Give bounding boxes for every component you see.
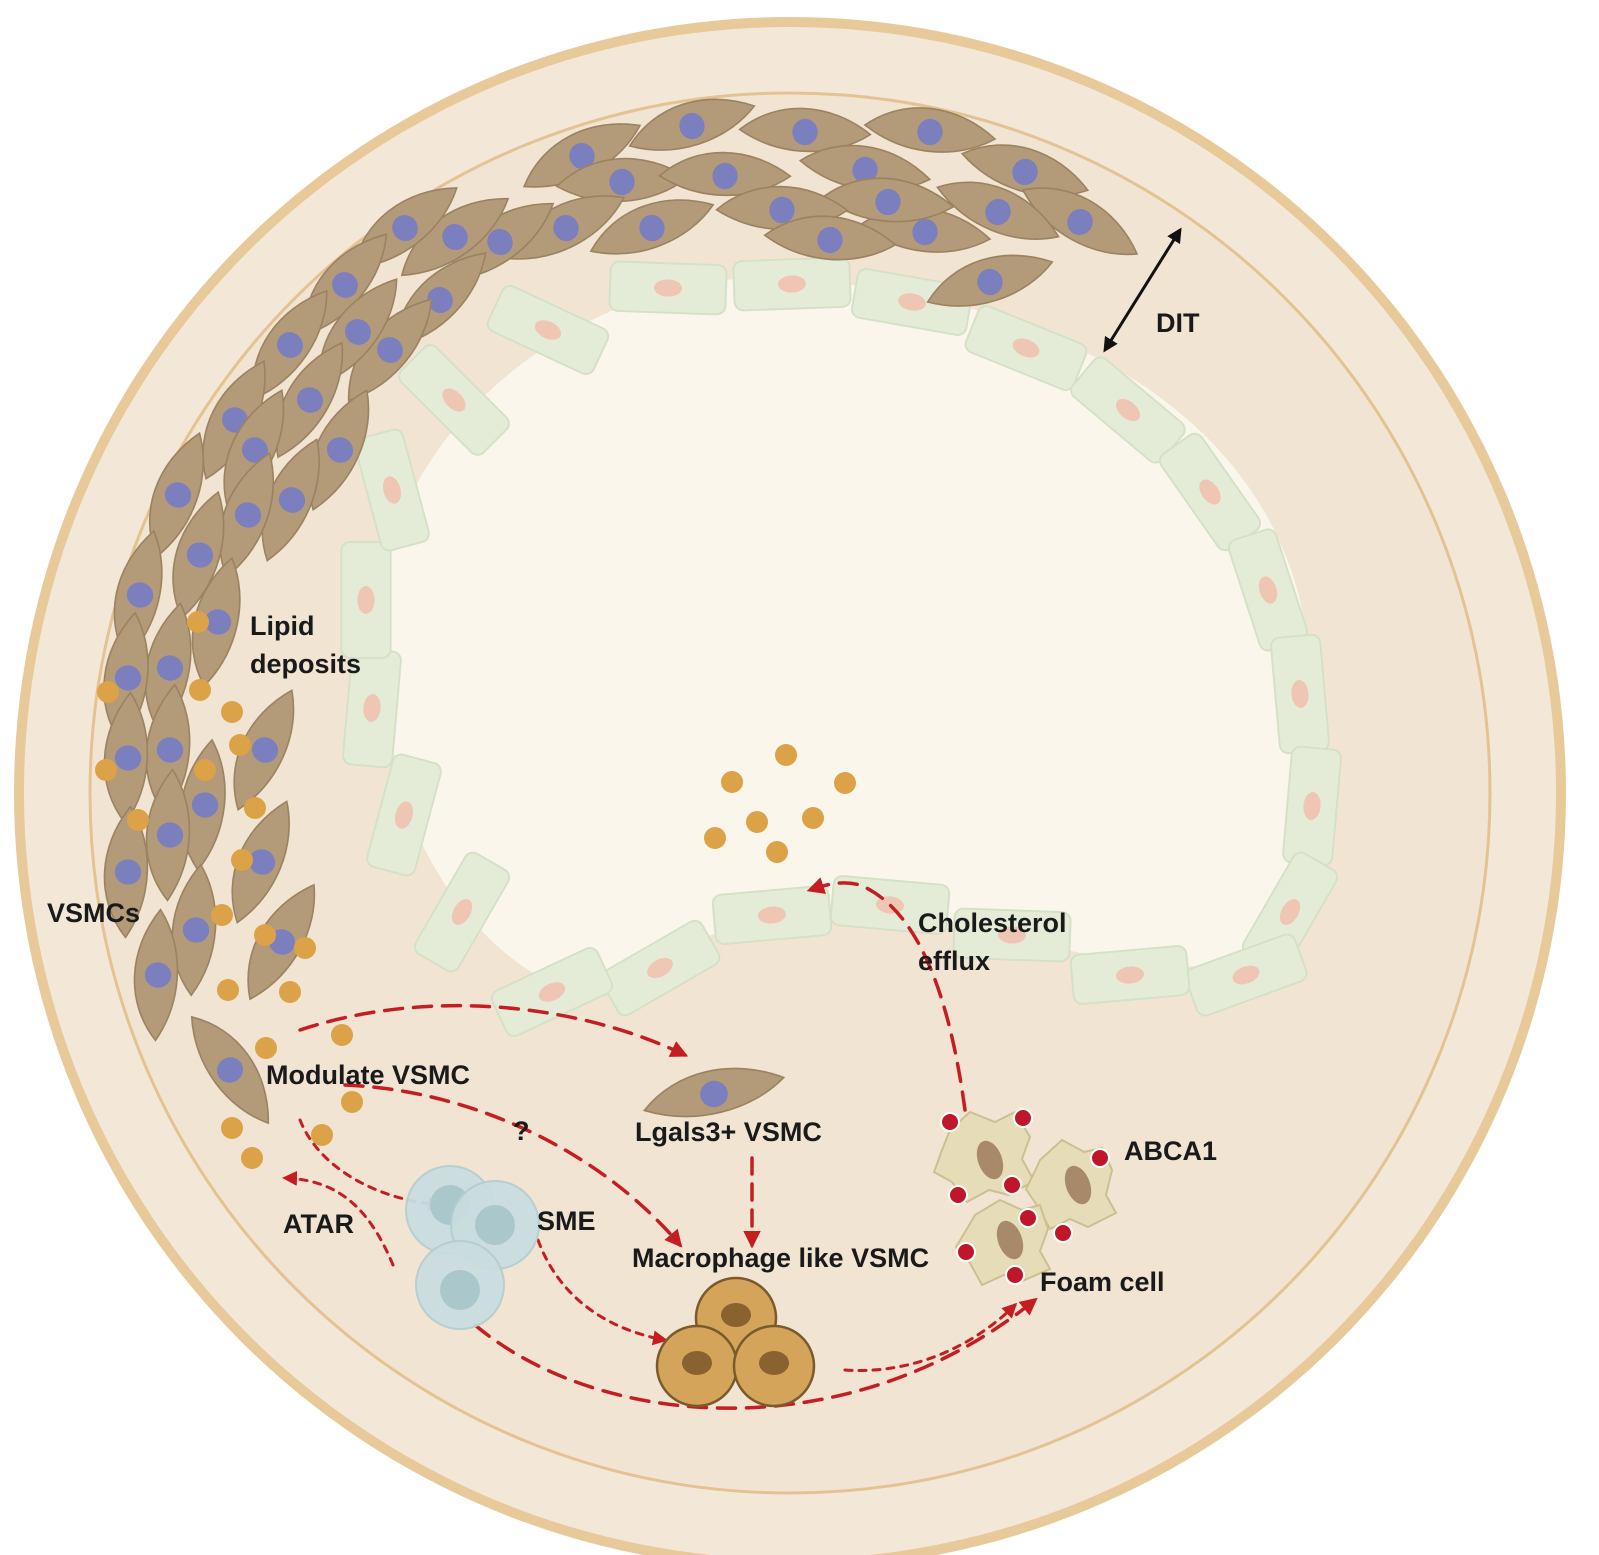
lipid-droplet-icon — [241, 1147, 263, 1169]
lipid-droplet-icon — [721, 771, 743, 793]
endothelial-cell-icon — [711, 884, 833, 946]
abca1-dot-icon — [956, 1242, 976, 1262]
abca1-dot-icon — [1018, 1208, 1038, 1228]
arrow-macrophage-to-foam — [843, 1302, 1018, 1372]
abca1-dot-icon — [1090, 1148, 1110, 1168]
dit-arrow — [1103, 227, 1182, 353]
pathway-arrows — [282, 877, 1038, 1410]
abca1-transporter-icon — [940, 1108, 1110, 1285]
atar-label: ATAR — [283, 1209, 354, 1239]
abca1-dot-icon — [940, 1112, 960, 1132]
abca1-dot-icon — [1053, 1223, 1073, 1243]
lipid-droplet-icon — [187, 611, 209, 633]
lipid-droplet-icon — [211, 904, 233, 926]
arrow-modulate-to-macrophage — [343, 1083, 683, 1248]
lipid-droplet-icon — [331, 1024, 353, 1046]
endothelial-cell-icon — [1281, 745, 1343, 867]
lipid-droplet-icon — [311, 1124, 333, 1146]
cholesterol-efflux-label-line1: Cholesterol — [918, 908, 1067, 938]
abca1-label: ABCA1 — [1124, 1136, 1217, 1166]
lipid-droplet-icon — [746, 811, 768, 833]
lipid-droplet-icon — [221, 701, 243, 723]
lipid-droplet-icon — [217, 979, 239, 1001]
macrophage-cell-icon — [655, 1276, 816, 1408]
lipid-droplet-icon — [802, 807, 824, 829]
lipid-droplet-icon — [127, 809, 149, 831]
lipid-droplet-icon — [221, 1117, 243, 1139]
arrow-vsmc-to-sme — [298, 1118, 443, 1212]
lipid-deposits-label-line1: Lipid — [250, 611, 314, 641]
lipid-droplet-icon — [255, 1037, 277, 1059]
lipid-droplet-icon — [775, 744, 797, 766]
endothelial-cell-icon — [732, 256, 852, 312]
lipid-droplet-icon — [704, 827, 726, 849]
lipid-droplet-icon — [294, 937, 316, 959]
endothelial-cell-icon — [608, 260, 728, 316]
sme-cell-icon — [405, 1165, 540, 1330]
lipid-droplet-icon — [254, 924, 276, 946]
lipid-droplet-icon — [229, 734, 251, 756]
lipid-droplet-icon — [766, 841, 788, 863]
lipid-droplet-icon — [97, 681, 119, 703]
lipid-droplet-icon — [244, 797, 266, 819]
abca1-dot-icon — [1013, 1108, 1033, 1128]
endothelial-cell-icon — [1069, 944, 1191, 1006]
arrow-cholesterol-efflux — [806, 877, 967, 1112]
lipid-deposits — [95, 611, 856, 1169]
question-mark-label: ? — [513, 1116, 530, 1146]
arrow-sme-to-macrophage — [536, 1238, 668, 1346]
abca1-dot-icon — [948, 1185, 968, 1205]
vsmcs-label: VSMCs — [47, 898, 140, 928]
lipid-droplet-icon — [279, 981, 301, 1003]
foam-cell-label: Foam cell — [1040, 1267, 1165, 1297]
abca1-dot-icon — [1002, 1175, 1022, 1195]
cholesterol-efflux-label-line2: efflux — [918, 946, 990, 976]
lgals3-vsmc-label: Lgals3+ VSMC — [635, 1117, 822, 1147]
endothelial-cell-icon — [340, 541, 392, 659]
vessel-lumen — [380, 279, 1316, 991]
arrow-sme-to-foam-long — [473, 1297, 1038, 1410]
dit-label: DIT — [1156, 308, 1200, 338]
lipid-droplet-icon — [341, 1091, 363, 1113]
macrophage-like-vsmc-label: Macrophage like VSMC — [632, 1243, 929, 1273]
lipid-droplet-icon — [231, 849, 253, 871]
sme-label: SME — [537, 1206, 596, 1236]
lipid-deposits-label-line2: deposits — [250, 649, 361, 679]
endothelial-cell-icon — [1269, 633, 1331, 755]
lipid-droplet-icon — [95, 759, 117, 781]
lipid-droplet-icon — [834, 772, 856, 794]
lipid-droplet-icon — [189, 679, 211, 701]
arrow-atar-from-sme — [282, 1170, 395, 1267]
lipid-droplet-icon — [194, 759, 216, 781]
abca1-dot-icon — [1005, 1265, 1025, 1285]
modulate-vsmc-label: Modulate VSMC — [266, 1060, 470, 1090]
